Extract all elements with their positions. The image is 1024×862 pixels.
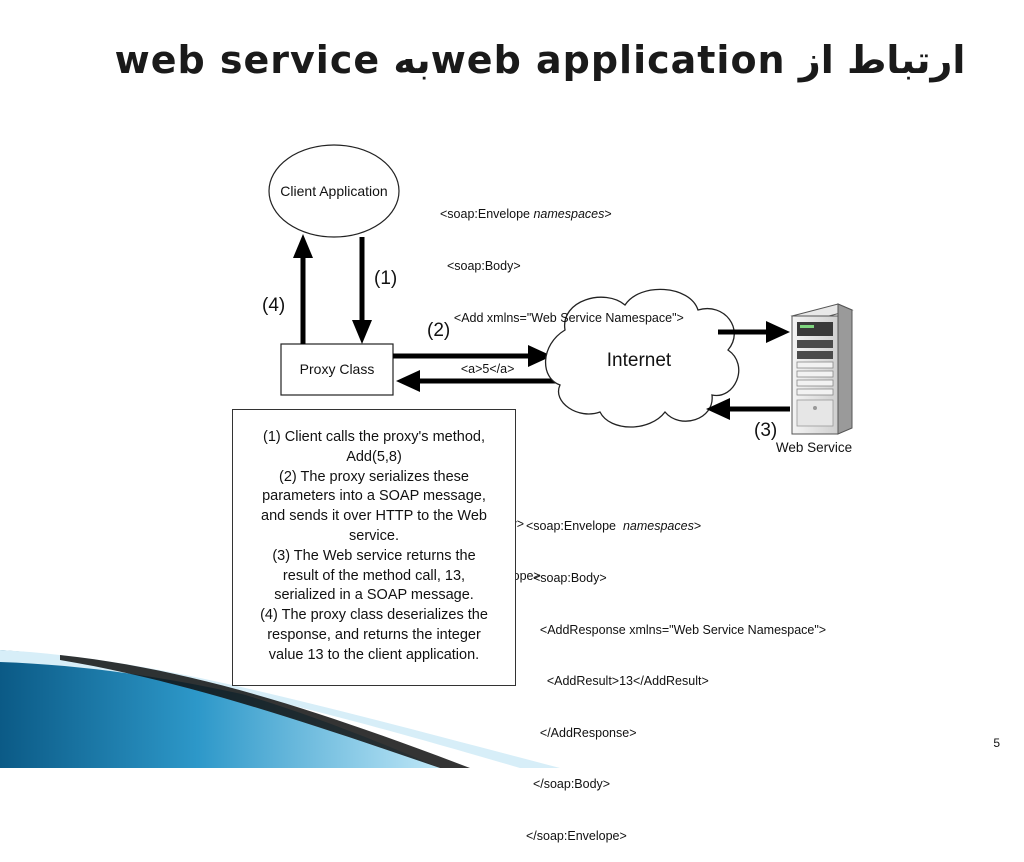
response-xml-line: <AddResult>13</AddResult> bbox=[526, 674, 709, 689]
slide-title: ارتباط از web applicationبه web service bbox=[114, 38, 966, 82]
proxy-class-label: Proxy Class bbox=[300, 361, 375, 377]
arrow-internet-to-service bbox=[718, 321, 790, 343]
arrow-step3 bbox=[706, 398, 790, 420]
explanation-line: response, and returns the integer bbox=[267, 626, 481, 643]
explanation-line: serialized in a SOAP message. bbox=[274, 587, 474, 604]
response-xml-line: </soap:Body> bbox=[526, 777, 611, 792]
arrow-step2 bbox=[393, 345, 552, 367]
arrow-step1 bbox=[352, 237, 372, 344]
step3-label: (3) bbox=[754, 420, 777, 441]
explanation-line: (2) The proxy serializes these bbox=[279, 468, 469, 485]
explanation-line: (1) Client calls the proxy's method, bbox=[263, 429, 485, 445]
response-xml-line: <AddResponse xmlns="Web Service Namespac… bbox=[526, 622, 827, 637]
explanation-line: service. bbox=[349, 527, 399, 544]
client-application-node bbox=[268, 144, 400, 238]
arrow-response-to-proxy bbox=[396, 370, 560, 392]
explanation-line: parameters into a SOAP message, bbox=[262, 488, 486, 505]
request-xml-line: <Add xmlns="Web Service Namespace"> bbox=[440, 310, 684, 325]
response-xml-line: <soap:Body> bbox=[526, 571, 607, 586]
explanation-line: Add(5,8) bbox=[346, 448, 402, 465]
web-service-server-icon bbox=[790, 303, 854, 435]
step4-label: (4) bbox=[262, 295, 285, 316]
response-xml-line: </soap:Envelope> bbox=[526, 829, 627, 844]
explanation-line: value 13 to the client application. bbox=[268, 646, 480, 663]
request-xml-line: <soap:Body> bbox=[440, 259, 521, 274]
internet-label: Internet bbox=[607, 350, 672, 371]
decorative-wave bbox=[0, 650, 560, 768]
explanation-line: result of the method call, 13, bbox=[282, 567, 466, 584]
request-xml-line: <a>5</a> bbox=[440, 362, 515, 377]
explanation-box: (1) Client calls the proxy's method, Add… bbox=[232, 409, 516, 686]
soap-diagram: Client Application Proxy Class (4) (1) (… bbox=[0, 144, 854, 768]
step2-label: (2) bbox=[427, 320, 450, 341]
web-service-label: Web Service bbox=[776, 440, 852, 455]
internet-cloud bbox=[544, 288, 740, 428]
step1-label: (1) bbox=[374, 268, 397, 289]
explanation-line: (4) The proxy class deserializes the bbox=[260, 607, 488, 624]
page-number: 5 bbox=[993, 736, 1000, 750]
request-xml-line: <soap:Envelope namespaces> bbox=[440, 207, 612, 222]
explanation-line: (3) The Web service returns the bbox=[272, 547, 476, 564]
explanation-line: and sends it over HTTP to the Web bbox=[261, 508, 487, 525]
client-application-label: Client Application bbox=[280, 183, 387, 199]
response-xml-line: </AddResponse> bbox=[526, 725, 637, 740]
proxy-class-node bbox=[280, 343, 394, 396]
response-soap-xml: <soap:Envelope namespaces> <soap:Body> <… bbox=[526, 484, 826, 862]
response-xml-line: <soap:Envelope namespaces> bbox=[526, 519, 702, 534]
arrow-step4 bbox=[293, 234, 313, 344]
